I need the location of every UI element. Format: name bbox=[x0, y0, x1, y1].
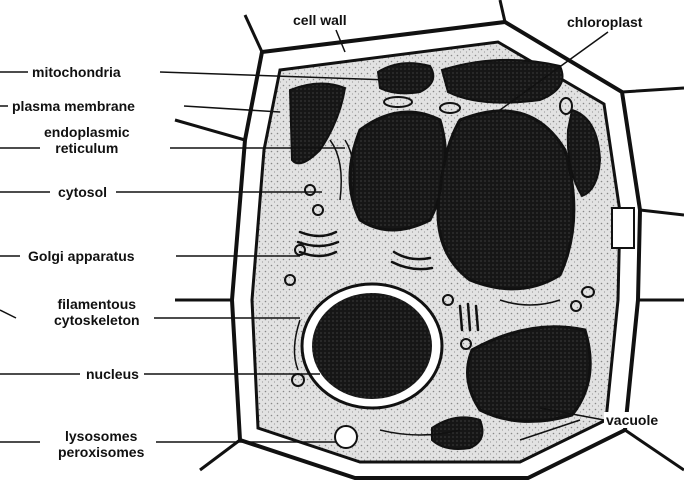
label-nucleus: nucleus bbox=[84, 366, 141, 382]
label-lyso-line1: lysosomes bbox=[58, 428, 144, 444]
label-lyso-line2: peroxisomes bbox=[58, 444, 144, 460]
label-filament-line2: cytoskeleton bbox=[54, 312, 140, 328]
chloroplast-top-2 bbox=[442, 60, 563, 103]
label-er-line1: endoplasmic bbox=[44, 124, 130, 140]
label-plasma-membrane: plasma membrane bbox=[10, 98, 137, 114]
nucleus-interior bbox=[312, 293, 432, 399]
label-lysosomes-peroxisomes: lysosomes peroxisomes bbox=[56, 428, 146, 460]
leader-filament-left bbox=[0, 310, 16, 318]
label-cell-wall: cell wall bbox=[291, 12, 349, 28]
lysosome bbox=[335, 426, 357, 448]
label-filament-line1: filamentous bbox=[54, 296, 140, 312]
label-er-line2: reticulum bbox=[44, 140, 130, 156]
label-cytosol: cytosol bbox=[56, 184, 109, 200]
organelle-center-left bbox=[350, 112, 446, 230]
label-vacuole: vacuole bbox=[604, 412, 660, 428]
chloroplast-top-1 bbox=[378, 63, 433, 93]
label-chloroplast: chloroplast bbox=[565, 14, 644, 30]
plasmodesma bbox=[612, 208, 634, 248]
label-endoplasmic-reticulum: endoplasmic reticulum bbox=[42, 124, 132, 156]
label-mitochondria: mitochondria bbox=[30, 64, 123, 80]
label-golgi-apparatus: Golgi apparatus bbox=[26, 248, 137, 264]
organelle-large-right bbox=[438, 111, 574, 289]
label-filamentous-cytoskeleton: filamentous cytoskeleton bbox=[52, 296, 142, 328]
